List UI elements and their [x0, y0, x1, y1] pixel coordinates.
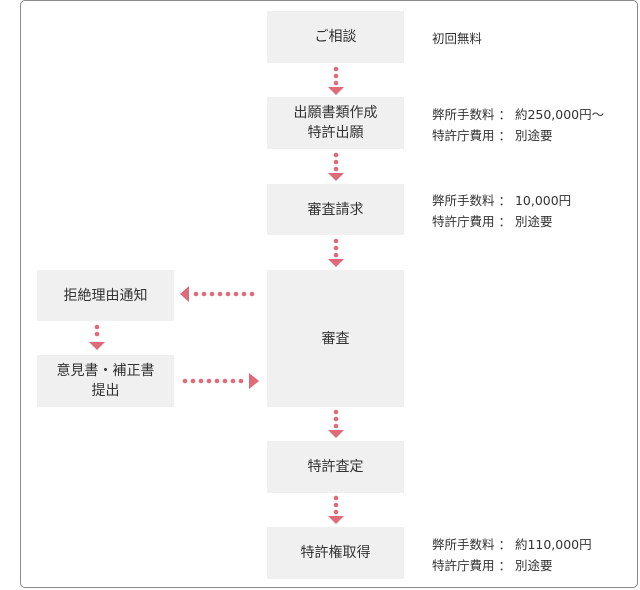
- step-decision: 特許査定: [267, 441, 404, 493]
- step-grant: 特許権取得: [267, 527, 404, 579]
- note-consult: 初回無料: [432, 28, 482, 49]
- note-grant: 弊所手数料 ： 約110,000円 特許庁費用 ： 別途要: [432, 534, 592, 576]
- note-grant-fee: 弊所手数料 ： 約110,000円: [432, 537, 592, 552]
- flowchart-frame: [20, 0, 638, 588]
- note-grant-office-fee: 特許庁費用 ： 別途要: [432, 558, 553, 573]
- arrow-request-to-examination: [328, 238, 344, 267]
- step-consult-label: ご相談: [314, 29, 357, 45]
- note-request-office-fee: 特許庁費用 ： 別途要: [432, 214, 553, 229]
- arrow-examination-to-rejection: [180, 286, 255, 302]
- step-application: 出願書類作成 特許出願: [267, 97, 404, 149]
- step-request-label: 審査請求: [307, 201, 364, 218]
- step-grant-label: 特許権取得: [300, 545, 371, 561]
- note-request: 弊所手数料 ： 10,000円 特許庁費用 ： 別途要: [432, 190, 571, 232]
- note-application: 弊所手数料 ： 約250,000円〜 特許庁費用 ： 別途要: [432, 104, 604, 146]
- step-examination: 審査: [267, 270, 404, 407]
- arrow-examination-to-decision: [328, 409, 344, 438]
- note-consult-line-1: 初回無料: [432, 31, 483, 46]
- note-request-fee: 弊所手数料 ： 10,000円: [432, 193, 572, 208]
- step-rejection: 拒絶理由通知: [37, 270, 174, 321]
- step-application-label: 出願書類作成 特許出願: [293, 105, 378, 141]
- step-response: 意見書・補正書 提出: [37, 355, 174, 407]
- arrow-response-to-examination: [182, 373, 259, 389]
- step-consult: ご相談: [267, 11, 404, 63]
- step-response-label: 意見書・補正書 提出: [56, 363, 155, 399]
- arrow-consult-to-application: [328, 66, 344, 95]
- arrow-rejection-to-response: [89, 324, 105, 350]
- note-application-office-fee: 特許庁費用 ： 別途要: [432, 128, 553, 143]
- step-rejection-label: 拒絶理由通知: [63, 287, 148, 304]
- step-examination-label: 審査: [321, 330, 350, 347]
- step-decision-label: 特許査定: [307, 459, 364, 475]
- step-request: 審査請求: [267, 184, 404, 235]
- note-application-fee: 弊所手数料 ： 約250,000円〜: [432, 107, 605, 122]
- arrow-decision-to-grant: [328, 495, 344, 524]
- arrow-application-to-request: [328, 152, 344, 181]
